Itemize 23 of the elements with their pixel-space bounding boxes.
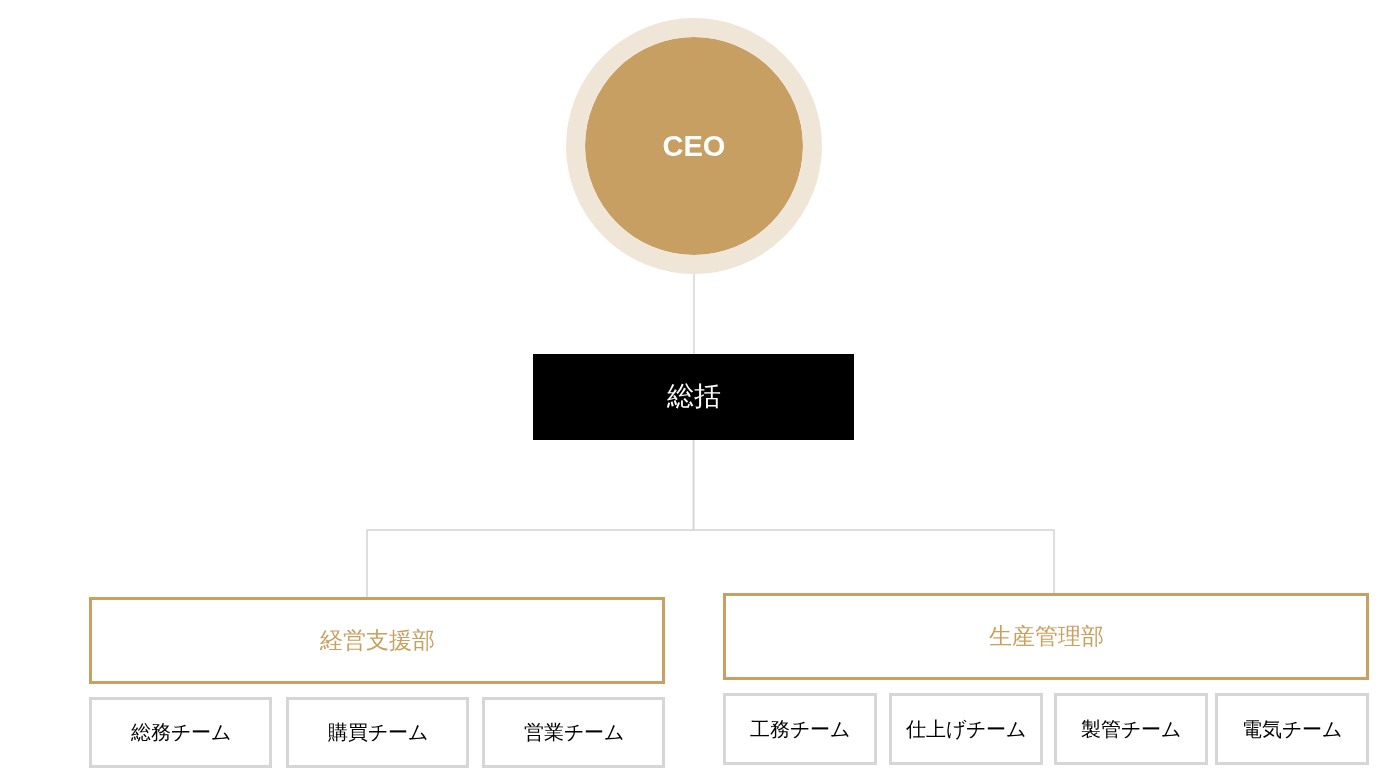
node-label: 製管チーム bbox=[1081, 716, 1181, 742]
connector-line bbox=[693, 273, 695, 355]
team-box bbox=[889, 693, 1043, 765]
team-box bbox=[723, 693, 877, 765]
team-box bbox=[1054, 693, 1208, 765]
node-label: 総括 bbox=[666, 380, 721, 414]
connector-line bbox=[692, 439, 1055, 594]
department-box bbox=[89, 597, 665, 684]
node-label: 購買チーム bbox=[327, 720, 428, 745]
node-label: 経営支援部 bbox=[319, 626, 435, 655]
team-box bbox=[482, 697, 665, 768]
team-box bbox=[1215, 693, 1369, 765]
node-label: 生産管理部 bbox=[988, 622, 1104, 651]
node-label: 電気チーム bbox=[1242, 716, 1342, 742]
department-box bbox=[723, 593, 1369, 680]
node-label: 営業チーム bbox=[523, 720, 624, 745]
team-box bbox=[89, 697, 272, 768]
team-box bbox=[286, 697, 469, 768]
node-label: 総務チーム bbox=[130, 720, 231, 745]
role-box bbox=[533, 354, 854, 440]
node-label: CEO bbox=[662, 128, 726, 164]
node-label: 仕上げチーム bbox=[906, 716, 1026, 742]
node-label: 工務チーム bbox=[750, 716, 850, 742]
